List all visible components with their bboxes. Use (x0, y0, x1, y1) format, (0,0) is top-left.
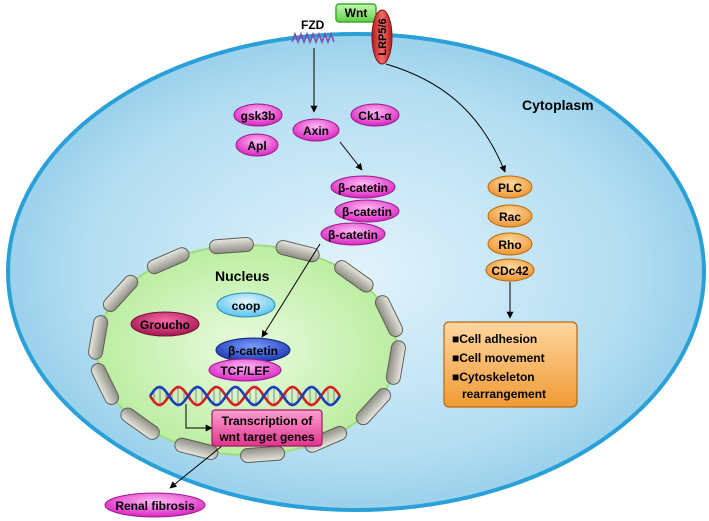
arrow-transcription-to-fibrosis (169, 445, 223, 489)
axin-node (292, 118, 340, 142)
fzd-label: FZD (301, 18, 325, 32)
nuclear-pore (240, 445, 286, 463)
groucho-label: Groucho (140, 318, 190, 332)
coop-node (216, 292, 276, 318)
tcf-lef-label: TCF/LEF (220, 364, 269, 378)
nuclear-pore (90, 362, 120, 405)
plc-node (487, 175, 533, 199)
fzd-receptor-icon (291, 31, 335, 45)
apl-label: Apl (247, 139, 266, 153)
beta-catenin-label-1: β-catetin (338, 181, 388, 195)
transcription-box (211, 409, 323, 447)
cdc42-node (485, 258, 535, 282)
wnt-label: Wnt (345, 6, 368, 20)
beta-catenin-label-2: β-catetin (342, 205, 392, 219)
nuclear-pore (174, 437, 219, 460)
beta-catenin-label-3: β-catetin (328, 228, 378, 242)
transcription-label-line1: Transcription of (222, 414, 314, 428)
nuclear-beta-catenin-label: β-catetin (228, 344, 278, 358)
gsk3b-label: gsk3b (241, 109, 276, 123)
nuclear-pore (385, 340, 406, 385)
nuclear-pores (88, 237, 406, 463)
cellular-effects-box (443, 321, 578, 408)
effect-cytoskeleton: ■Cytoskeleton (452, 370, 535, 384)
arrow-dna-to-transcription (185, 404, 213, 432)
nuclear-pore (374, 295, 404, 338)
effect-cell-adhesion: ■Cell adhesion (452, 332, 537, 346)
renal-fibrosis-node (104, 492, 206, 518)
cytoplasm-label: Cytoplasm (522, 97, 594, 113)
beta-catenin-node-2 (334, 199, 400, 223)
beta-catenin-node-3 (320, 222, 386, 246)
arrow-lrp-to-plc (385, 63, 506, 173)
plc-label: PLC (498, 181, 522, 195)
tcf-lef-node (208, 358, 282, 382)
nuclear-pore (120, 407, 160, 440)
ck1-node (350, 103, 400, 127)
groucho-node (130, 311, 200, 337)
nuclear-pore (355, 388, 392, 426)
nuclear-pore (88, 315, 109, 360)
transcription-label-line2: wnt target genes (218, 430, 315, 444)
lrp-label: LRP5/6 (377, 18, 389, 55)
lrp-receptor (371, 9, 393, 65)
gsk3b-node (233, 103, 283, 127)
arrow-axin-to-catenin (339, 141, 363, 171)
nuclear-pore (208, 237, 254, 255)
nuclear-pore (102, 274, 139, 312)
dna-strand-blue (148, 385, 342, 407)
cdc42-label: CDc42 (491, 264, 529, 278)
rac-node (487, 204, 533, 228)
nuclear-pore (275, 240, 320, 263)
rho-label: Rho (498, 238, 521, 252)
axin-label: Axin (303, 124, 329, 138)
beta-catenin-node-1 (330, 175, 396, 199)
ck1-label: Ck1-α (358, 109, 392, 123)
renal-fibrosis-label: Renal fibrosis (115, 499, 195, 513)
effect-rearrangement: rearrangement (462, 387, 546, 401)
apl-node (235, 133, 279, 157)
rho-node (487, 232, 533, 256)
arrow-catenin-to-nucleus (261, 243, 321, 338)
wnt-ligand (335, 3, 377, 23)
effect-cell-movement: ■Cell movement (452, 351, 545, 365)
rac-label: Rac (499, 210, 521, 224)
dna-helix-icon (148, 385, 342, 407)
coop-label: coop (232, 299, 261, 313)
nuclear-pore (146, 247, 190, 275)
nucleus-label: Nucleus (215, 268, 270, 284)
nuclear-pore (334, 260, 374, 293)
